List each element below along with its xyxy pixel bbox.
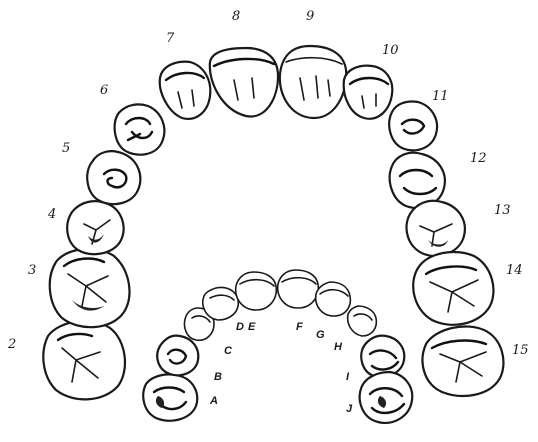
label-F: F xyxy=(296,321,303,333)
tooth-8 xyxy=(210,48,278,116)
label-7: 7 xyxy=(166,31,175,46)
primary-letter-labels: A B C D E F G H I J xyxy=(209,321,353,415)
tooth-H xyxy=(348,306,377,336)
tooth-E xyxy=(236,272,277,310)
label-11: 11 xyxy=(432,89,449,104)
tooth-F xyxy=(278,270,319,308)
tooth-13 xyxy=(406,201,464,256)
label-3: 3 xyxy=(28,263,36,278)
label-2: 2 xyxy=(7,337,16,352)
label-9: 9 xyxy=(306,9,314,24)
tooth-9 xyxy=(280,46,346,118)
tooth-D xyxy=(203,288,238,321)
tooth-11 xyxy=(389,101,437,150)
label-J: J xyxy=(346,403,353,415)
label-4: 4 xyxy=(47,207,56,222)
tooth-3 xyxy=(50,249,130,327)
label-10: 10 xyxy=(382,43,399,58)
tooth-B xyxy=(157,336,198,376)
label-H: H xyxy=(334,341,343,353)
tooth-15 xyxy=(423,326,504,395)
label-A: A xyxy=(209,395,218,407)
tooth-A xyxy=(143,374,197,420)
tooth-G xyxy=(316,282,351,316)
label-5: 5 xyxy=(62,141,70,156)
label-D: D xyxy=(236,321,244,333)
tooth-7 xyxy=(160,62,211,119)
label-8: 8 xyxy=(232,9,240,24)
label-I: I xyxy=(346,371,350,383)
label-15: 15 xyxy=(512,343,529,358)
label-13: 13 xyxy=(494,203,511,218)
label-6: 6 xyxy=(100,83,108,98)
primary-arch xyxy=(143,270,412,423)
tooth-14 xyxy=(413,252,493,325)
label-14: 14 xyxy=(506,263,523,278)
tooth-12 xyxy=(390,153,445,208)
tooth-I xyxy=(361,336,404,377)
tooth-5 xyxy=(87,151,140,204)
tooth-J xyxy=(360,372,413,423)
tooth-2 xyxy=(43,321,125,399)
label-E: E xyxy=(248,321,256,333)
tooth-4 xyxy=(67,201,123,254)
tooth-10 xyxy=(344,66,393,119)
label-G: G xyxy=(316,329,325,341)
label-B: B xyxy=(214,371,222,383)
label-C: C xyxy=(224,345,233,357)
label-12: 12 xyxy=(470,151,487,166)
tooth-6 xyxy=(115,104,165,154)
